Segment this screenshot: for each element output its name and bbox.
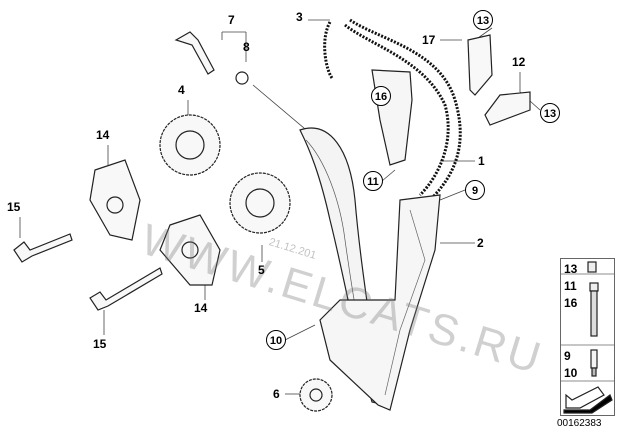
- callout-15-top: 15: [7, 200, 21, 214]
- bolt-7: [174, 31, 215, 75]
- callout-1: 1: [478, 154, 485, 168]
- callout-8: 8: [243, 40, 250, 54]
- callout-16: 16: [371, 86, 391, 106]
- callout-15-bottom: 15: [93, 337, 107, 351]
- bolt-15a: [13, 233, 73, 263]
- callout-11: 11: [363, 171, 383, 191]
- bracket-17: [467, 34, 493, 96]
- legend-11: 11: [564, 279, 577, 293]
- callout-13-top: 13: [473, 10, 493, 30]
- callout-2: 2: [477, 236, 484, 250]
- trigger-wheel-2: [159, 214, 221, 286]
- chain-tensioner-upper: [371, 69, 413, 166]
- legend-9: 9: [564, 349, 571, 363]
- tensioner-rail: [319, 194, 441, 411]
- callout-4: 4: [178, 83, 185, 97]
- fastener-legend: 13 11 16 9 10: [560, 258, 615, 416]
- legend-13: 13: [564, 262, 578, 276]
- callout-7: 7: [228, 13, 235, 27]
- washer-8: [235, 71, 249, 85]
- sprocket-exhaust: [229, 172, 291, 234]
- crank-sprocket: [299, 378, 333, 412]
- leader-lines: [19, 19, 541, 395]
- legend-16: 16: [564, 296, 578, 310]
- timing-chain: [323, 18, 462, 202]
- bracket-12: [484, 91, 531, 126]
- callout-17: 17: [422, 33, 436, 47]
- callout-9: 9: [465, 180, 485, 200]
- callout-3: 3: [296, 10, 303, 24]
- callout-12: 12: [512, 55, 526, 69]
- callout-14-top: 14: [96, 128, 110, 142]
- callout-10: 10: [266, 330, 286, 350]
- sprocket-intake: [159, 114, 221, 176]
- document-number: 00162383: [557, 418, 602, 429]
- callout-6: 6: [273, 387, 280, 401]
- direction-arrow-icon: [565, 386, 605, 409]
- callout-5: 5: [258, 263, 265, 277]
- legend-10: 10: [564, 366, 578, 380]
- callout-13-right: 13: [540, 103, 560, 123]
- legend-drawings: [560, 261, 615, 414]
- trigger-wheel-1: [89, 159, 141, 241]
- bolt-15b: [89, 267, 163, 311]
- callout-14-bottom: 14: [194, 301, 208, 315]
